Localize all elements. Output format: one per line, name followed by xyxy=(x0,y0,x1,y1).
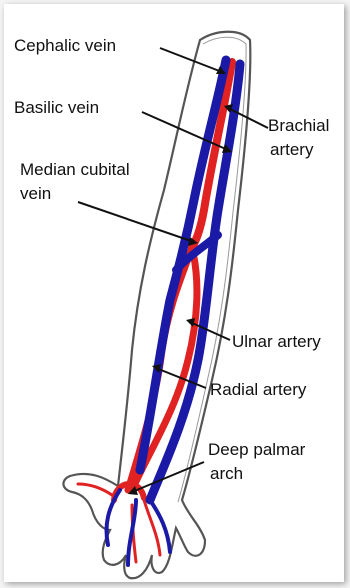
label-brachial-artery-line2: artery xyxy=(270,140,313,160)
label-ulnar-artery: Ulnar artery xyxy=(232,332,321,352)
label-radial-artery: Radial artery xyxy=(210,380,306,400)
label-cephalic-vein: Cephalic vein xyxy=(14,36,116,56)
hand-vein-1 xyxy=(107,490,121,545)
label-basilic-vein: Basilic vein xyxy=(14,98,99,118)
label-deep-palmar-line1: Deep palmar xyxy=(208,440,305,460)
leader-cephalic xyxy=(160,48,222,72)
palmar-branch-1 xyxy=(78,484,112,495)
label-deep-palmar-line2: arch xyxy=(210,464,243,484)
label-median-cubital-line1: Median cubital xyxy=(20,160,130,180)
label-median-cubital-line2: vein xyxy=(20,184,51,204)
label-brachial-artery-line1: Brachial xyxy=(268,116,329,136)
leader-median-cubital xyxy=(78,202,194,242)
palmar-branch-2 xyxy=(144,500,160,555)
